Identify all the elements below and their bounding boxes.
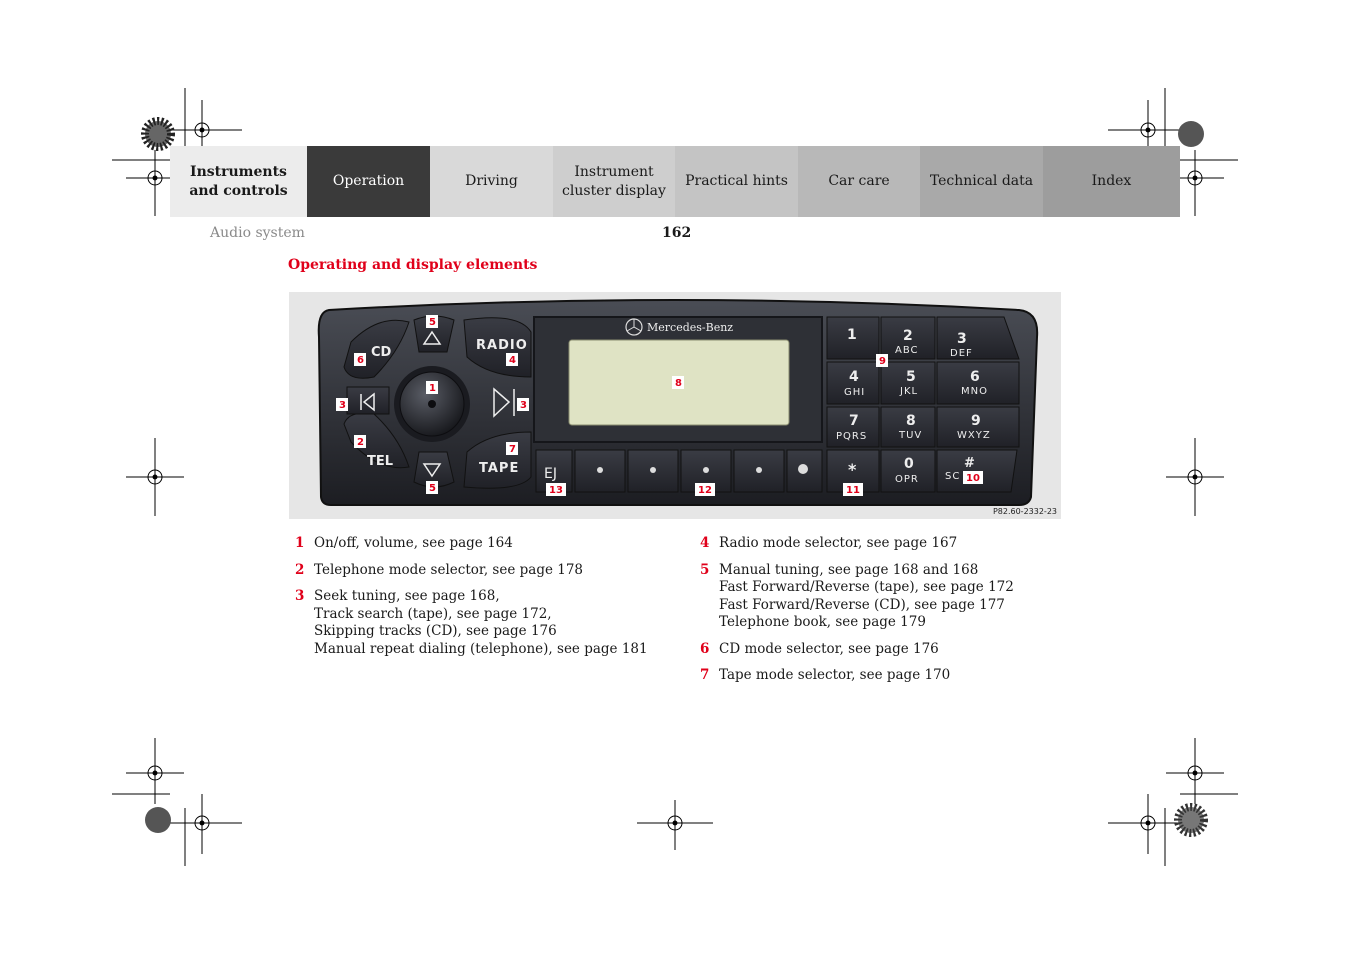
audio-unit-figure: Mercedes-Benz CD TEL RADIO TAPE EJ xyxy=(289,292,1061,519)
legend-text: On/off, volume, see page 164 xyxy=(314,535,513,551)
legend-text: Telephone book, see page 179 xyxy=(719,614,926,630)
legend-text: CD mode selector, see page 176 xyxy=(719,640,939,657)
cd-button-label: CD xyxy=(371,345,392,360)
legend-left: 1 On/off, volume, see page 164 2 Telepho… xyxy=(289,535,669,667)
legend-text: Skipping tracks (CD), see page 176 xyxy=(314,623,557,639)
key-9-letters: WXYZ xyxy=(957,430,991,441)
callout-5-top: 5 xyxy=(429,317,436,328)
legend-item: 5 Manual tuning, see page 168 and 168 Fa… xyxy=(694,562,1074,632)
legend-item: 1 On/off, volume, see page 164 xyxy=(289,535,669,553)
callout-7: 7 xyxy=(509,444,516,455)
legend-text: Track search (tape), see page 172, xyxy=(314,605,552,622)
eject-button-label: EJ xyxy=(544,466,557,482)
key-7-letters: PQRS xyxy=(836,431,867,442)
key-5: 5 xyxy=(906,369,916,385)
callout-11: 11 xyxy=(846,485,860,496)
tab-driving[interactable]: Driving xyxy=(430,146,553,217)
legend-number: 3 xyxy=(295,588,305,604)
legend-item: 7 Tape mode selector, see page 170 xyxy=(694,667,1074,685)
key-0: 0 xyxy=(904,456,914,472)
callout-3-right: 3 xyxy=(520,400,527,411)
callout-9: 9 xyxy=(879,356,886,367)
legend-text: Manual tuning, see page 168 and 168 xyxy=(719,561,979,578)
callout-2: 2 xyxy=(357,437,364,448)
legend-text: Manual repeat dialing (telephone), see p… xyxy=(314,640,648,657)
key-2-letters: ABC xyxy=(895,345,919,356)
key-6: 6 xyxy=(970,369,980,385)
tab-car-care[interactable]: Car care xyxy=(798,146,920,217)
callout-3-left: 3 xyxy=(339,400,346,411)
tel-button-label: TEL xyxy=(367,454,393,469)
callout-12: 12 xyxy=(698,485,712,496)
legend-text: Fast Forward/Reverse (CD), see page 177 xyxy=(719,596,1005,613)
legend-number: 7 xyxy=(700,667,710,683)
callout-8: 8 xyxy=(675,378,682,389)
legend-number: 2 xyxy=(295,561,305,578)
key-3-letters: DEF xyxy=(950,348,973,359)
legend-number: 6 xyxy=(700,640,710,657)
key-2: 2 xyxy=(903,328,913,344)
key-4: 4 xyxy=(849,369,859,385)
legend-item: 4 Radio mode selector, see page 167 xyxy=(694,535,1074,553)
tab-practical-hints[interactable]: Practical hints xyxy=(675,146,798,217)
page-heading: Operating and display elements xyxy=(288,257,538,273)
key-3: 3 xyxy=(957,331,967,347)
legend-text: Tape mode selector, see page 170 xyxy=(719,667,951,683)
key-hash-letters: SC xyxy=(945,471,960,482)
legend-item: 2 Telephone mode selector, see page 178 xyxy=(289,562,669,580)
legend-number: 4 xyxy=(700,535,710,551)
tab-operation[interactable]: Operation xyxy=(307,146,430,217)
callout-10: 10 xyxy=(966,473,980,484)
key-8-letters: TUV xyxy=(898,430,922,441)
key-0-letters: OPR xyxy=(895,474,919,485)
key-6-letters: MNO xyxy=(961,386,988,397)
key-8: 8 xyxy=(906,413,916,429)
legend-text: Telephone mode selector, see page 178 xyxy=(314,561,584,578)
legend-item: 6 CD mode selector, see page 176 xyxy=(694,641,1074,659)
key-star: * xyxy=(848,460,857,479)
key-1: 1 xyxy=(847,327,857,343)
tab-technical-data[interactable]: Technical data xyxy=(920,146,1043,217)
callout-5-bottom: 5 xyxy=(429,483,436,494)
legend-text: Fast Forward/Reverse (tape), see page 17… xyxy=(719,579,1014,595)
section-name: Audio system xyxy=(210,225,305,241)
tab-instrument-cluster-display[interactable]: Instrument cluster display xyxy=(553,146,675,217)
key-5-letters: JKL xyxy=(899,386,918,397)
tape-button-label: TAPE xyxy=(479,461,519,476)
legend-number: 1 xyxy=(295,535,305,551)
legend-text: Seek tuning, see page 168, xyxy=(314,588,500,604)
legend-text: Radio mode selector, see page 167 xyxy=(719,535,958,551)
audio-unit-drawing: Mercedes-Benz CD TEL RADIO TAPE EJ xyxy=(317,299,1039,506)
page-number: 162 xyxy=(662,225,692,241)
callout-6: 6 xyxy=(357,355,364,366)
callout-1: 1 xyxy=(429,383,436,394)
legend-right: 4 Radio mode selector, see page 167 5 Ma… xyxy=(694,535,1074,694)
figure-reference: P82.60-2332-23 xyxy=(992,507,1057,516)
tab-instruments-and-controls[interactable]: Instruments and controls xyxy=(170,146,307,217)
brand-label: Mercedes-Benz xyxy=(647,321,733,334)
tab-index[interactable]: Index xyxy=(1043,146,1180,217)
callout-13: 13 xyxy=(549,485,563,496)
key-9: 9 xyxy=(971,413,981,429)
key-4-letters: GHI xyxy=(844,387,865,398)
callout-4: 4 xyxy=(509,355,516,366)
legend-number: 5 xyxy=(700,561,710,578)
radio-button-label: RADIO xyxy=(476,338,528,353)
key-hash: # xyxy=(964,456,975,471)
key-7: 7 xyxy=(849,413,859,429)
legend-item: 3 Seek tuning, see page 168, Track searc… xyxy=(289,588,669,658)
chapter-tabs: Instruments and controls Operation Drivi… xyxy=(170,146,1180,217)
